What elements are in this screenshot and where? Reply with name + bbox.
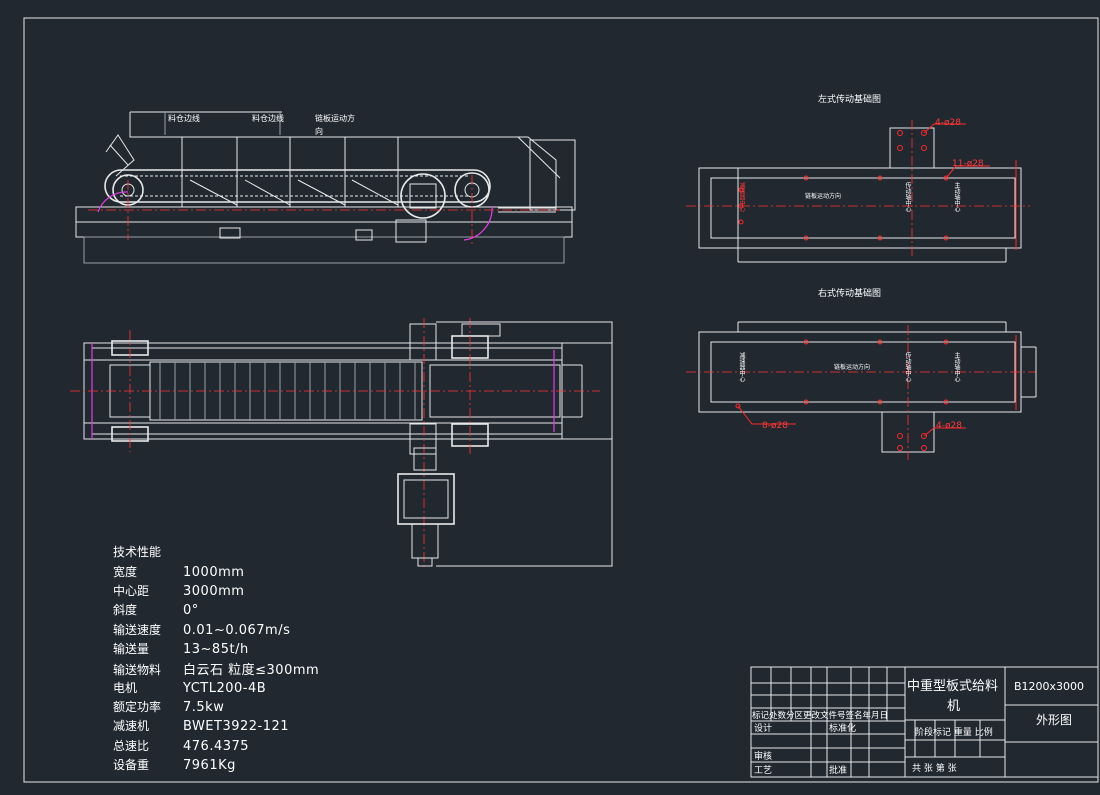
spec-row-width: 宽度 1000mm: [113, 563, 244, 580]
spec-label: 输送速度: [113, 623, 162, 637]
right-center-text: 链板运动方向: [834, 363, 870, 371]
left-side-mid-label: 传动轴中心: [904, 182, 911, 212]
spec-row-slope: 斜度 0°: [113, 601, 199, 618]
spec-label: 斜度: [113, 603, 138, 617]
left-side-right-label: 主动轴中心: [953, 182, 960, 212]
spec-row-power: 额定功率 7.5kw: [113, 698, 224, 715]
chain-direction-label-2: 向: [315, 126, 323, 136]
left-holes-label-b: 11-ø28: [952, 159, 984, 169]
bin-line-label-2: 料仓边线: [252, 113, 284, 123]
feeder-plan-view: [70, 318, 613, 568]
spec-row-motor: 电机 YCTL200-4B: [113, 679, 266, 696]
title-block-check: 审核: [754, 750, 772, 762]
spec-value: YCTL200-4B: [183, 681, 267, 696]
right-foundation-plan: [686, 321, 1037, 460]
drawing-border: [23, 17, 1099, 783]
title-block-design: 设计: [754, 722, 772, 734]
right-foundation-title: 右式传动基础图: [818, 287, 881, 299]
spec-label: 输送量: [113, 642, 150, 656]
title-block-standard: 标准化: [829, 722, 856, 734]
title-block-drawing-type: 外形图: [1036, 713, 1072, 727]
spec-value: 7.5kw: [183, 700, 225, 715]
title-block-code: B1200x3000: [1014, 680, 1084, 693]
right-side-mid-label: 传动轴中心: [904, 352, 911, 382]
spec-label: 额定功率: [113, 700, 162, 714]
title-block-approve: 批准: [829, 764, 847, 776]
right-holes-label-a: 8-ø28: [762, 421, 788, 431]
left-side-left-label: 减速器中心: [738, 182, 745, 212]
left-foundation-title: 左式传动基础图: [818, 93, 881, 105]
title-block-sheets: 共 张 第 张: [912, 762, 957, 774]
spec-value: 3000mm: [183, 584, 245, 599]
spec-row-speed: 输送速度 0.01~0.067m/s: [113, 621, 290, 638]
spec-value: 0°: [183, 603, 199, 618]
spec-row-capacity: 输送量 13~85t/h: [113, 640, 249, 657]
spec-label: 减速机: [113, 719, 150, 733]
left-foundation-plan: [686, 120, 1030, 263]
title-block-rev-headers: 标记处数分区更改文件号签名年月日: [752, 710, 888, 721]
right-side-right-label: 主动轴中心: [953, 352, 960, 382]
feeder-elevation-view: [75, 111, 576, 264]
spec-row-reducer: 减速机 BWET3922-121: [113, 717, 289, 734]
spec-label: 输送物料: [113, 663, 162, 677]
spec-row-center-distance: 中心距 3000mm: [113, 582, 244, 599]
spec-value: 476.4375: [183, 739, 250, 754]
right-holes-label-b: 4-ø28: [936, 421, 962, 431]
spec-value: 0.01~0.067m/s: [183, 623, 291, 638]
spec-value: 7961Kg: [183, 758, 236, 773]
spec-label: 总速比: [113, 739, 150, 753]
spec-row-weight: 设备重 7961Kg: [113, 756, 236, 773]
spec-label: 中心距: [113, 584, 150, 598]
title-block-name-line2: 机: [947, 699, 960, 714]
spec-label: 电机: [113, 681, 138, 695]
left-holes-label-a: 4-ø28: [935, 118, 961, 128]
spec-row-material: 输送物料 白云石 粒度≤300mm: [113, 659, 319, 678]
spec-value: 白云石 粒度≤300mm: [183, 663, 320, 678]
right-side-left-label: 减速器中心: [738, 352, 745, 382]
spec-label: 宽度: [113, 565, 138, 579]
bin-line-label-1: 料仓边线: [168, 113, 200, 123]
title-block: [750, 666, 1099, 778]
spec-value: 13~85t/h: [183, 642, 249, 657]
spec-value: BWET3922-121: [183, 719, 290, 734]
spec-value: 1000mm: [183, 565, 245, 580]
left-center-text: 链板运动方向: [805, 192, 841, 200]
spec-label: 设备重: [113, 758, 150, 772]
chain-direction-label-1: 链板运动方: [315, 113, 355, 123]
title-block-stage-cols: 阶段标记 重量 比例: [915, 726, 993, 738]
specs-heading: 技术性能: [113, 545, 162, 559]
title-block-process: 工艺: [754, 765, 772, 776]
title-block-name-line1: 中重型板式给料: [907, 678, 998, 694]
spec-row-ratio: 总速比 476.4375: [113, 737, 249, 754]
